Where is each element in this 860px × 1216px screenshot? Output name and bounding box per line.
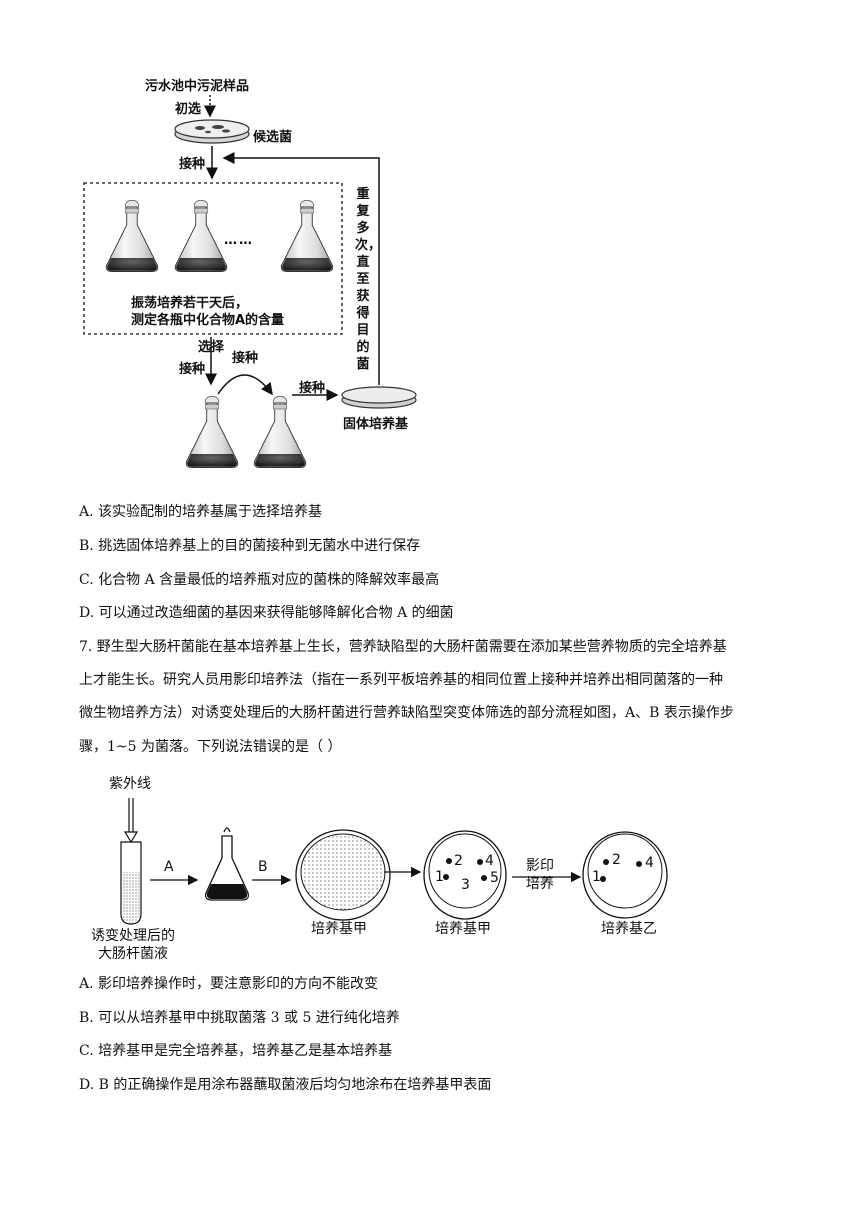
- plate-1-label: 培养基甲: [311, 921, 367, 937]
- box-note-line2: 测定各瓶中化合物A的含量: [131, 313, 285, 328]
- q7-line-2: 上才能生长。研究人员用影印培养法（指在一系列平板培养基的相同位置上接种并培养出相…: [79, 672, 723, 688]
- inoculate-left-label: 接种: [179, 362, 206, 377]
- flask-icon: [174, 199, 228, 273]
- flask-icon: [280, 199, 334, 273]
- q6-option-d: D. 可以通过改造细菌的基因来获得能够降解化合物 A 的细菌: [79, 605, 454, 621]
- flask-icon: [204, 827, 250, 901]
- sample-label: 污水池中污泥样品: [145, 79, 250, 94]
- q7-line-4: 骤，1~5 为菌落。下列说法错误的是（ ）: [79, 739, 342, 755]
- q7-line-1: 7. 野生型大肠杆菌能在基本培养基上生长，营养缺陷型的大肠杆菌需要在添加某些营养…: [79, 639, 727, 655]
- test-tube-icon: [120, 841, 142, 925]
- tube-label-line2: 大肠杆菌液: [98, 946, 168, 962]
- colony: [600, 876, 606, 882]
- colony: [446, 858, 452, 864]
- colony: [481, 875, 487, 881]
- inoculate-label: 接种: [179, 157, 206, 172]
- select-label: 选择: [198, 340, 225, 355]
- colony-2-label: 2: [612, 852, 621, 868]
- uv-arrow: [123, 798, 139, 844]
- q7-option-c: C. 培养基甲是完全培养基，培养基乙是基本培养基: [79, 1043, 393, 1059]
- flask-icon: [253, 395, 307, 469]
- candidate-petri-dish: [174, 119, 250, 144]
- step-a-label: A: [164, 859, 174, 875]
- uv-label: 紫外线: [109, 776, 151, 792]
- colony-3-label: 3: [461, 877, 470, 893]
- colony-4-label: 4: [485, 853, 494, 869]
- colony-1-label: 1: [435, 869, 444, 885]
- plate-2-label: 培养基甲: [435, 921, 491, 937]
- solid-medium-petri-dish: [341, 386, 417, 409]
- q6-option-c: C. 化合物 A 含量最低的培养瓶对应的菌株的降解效率最高: [79, 572, 440, 588]
- tube-label-line1: 诱变处理后的: [91, 928, 175, 944]
- colony-2-label: 2: [454, 853, 463, 869]
- flow-diagram-graphics: [83, 95, 417, 469]
- colony-5-label: 5: [490, 870, 499, 886]
- replica-label-2: 培养: [526, 876, 554, 892]
- replica-label-1: 影印: [526, 858, 554, 874]
- colony-1-label: 1: [592, 869, 601, 885]
- colony: [603, 859, 609, 865]
- q7-option-b: B. 可以从培养基甲中挑取菌落 3 或 5 进行纯化培养: [79, 1010, 400, 1026]
- colony: [443, 874, 449, 880]
- plate-3: [582, 831, 668, 919]
- plate-1: [295, 829, 391, 921]
- replica-diagram-graphics: [120, 798, 668, 925]
- solid-medium-label: 固体培养基: [343, 417, 409, 432]
- q7-line-3: 微生物培养方法）对诱变处理后的大肠杆菌进行营养缺陷型突变体筛选的部分流程如图，A…: [79, 705, 734, 721]
- candidate-label: 候选菌: [253, 130, 293, 145]
- repeat-note: 重复多次，直至获得目的菌: [355, 187, 382, 372]
- step-b-label: B: [258, 859, 268, 875]
- q6-option-b: B. 挑选固体培养基上的目的菌接种到无菌水中进行保存: [79, 538, 421, 554]
- q7-option-a: A. 影印培养操作时，要注意影印的方向不能改变: [79, 976, 379, 992]
- q6-option-a: A. 该实验配制的培养基属于选择培养基: [79, 504, 323, 520]
- colony-4-label: 4: [645, 855, 654, 871]
- colony: [636, 861, 642, 867]
- flask-icon: [105, 199, 159, 273]
- inoculate-right-label: 接种: [299, 381, 326, 396]
- plate-2: [423, 830, 507, 920]
- q7-option-d: D. B 的正确操作是用涂布器蘸取菌液后均匀地涂布在培养基甲表面: [79, 1077, 492, 1093]
- colony: [477, 859, 483, 865]
- flask-icon: [185, 395, 239, 469]
- inoculate-arc-label: 接种: [232, 351, 259, 366]
- dashed-box: [83, 182, 343, 335]
- primary-screen-label: 初选: [175, 102, 202, 117]
- box-note-line1: 振荡培养若干天后，: [131, 296, 249, 311]
- arc-arrow: [217, 374, 273, 396]
- plate-3-label: 培养基乙: [601, 921, 657, 937]
- feedback-arrow: [222, 152, 380, 385]
- ellipsis-label: ……: [224, 233, 254, 248]
